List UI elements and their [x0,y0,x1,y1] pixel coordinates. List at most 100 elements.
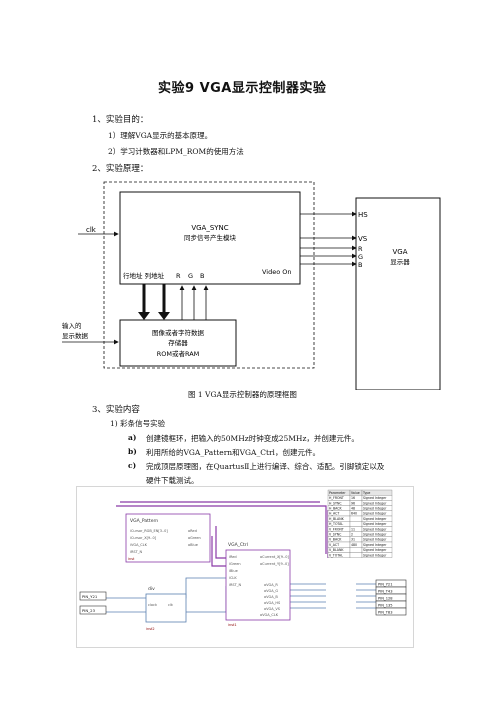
param-cell: V_FRONT [329,527,344,531]
section-3-item-c-mark: c) [128,461,137,470]
svg-text:oGreen: oGreen [188,536,201,540]
section-3-item-c-continued: 硬件下载测试。 [146,476,199,485]
div-label: div [148,586,155,592]
output-pins: PIN_Y21 PIN_T43 PIN_128 PIN_135 PIN_T83 [375,579,407,616]
param-cell: Signed Integer [363,507,387,511]
div-block [145,593,187,623]
svg-text:oCurrent_X[9..0]: oCurrent_X[9..0] [260,555,289,559]
rgb-label-g: G [188,272,193,280]
output-pin-5-label: PIN_T83 [378,611,392,615]
svg-text:oVGA_HS: oVGA_HS [264,601,281,605]
param-cell: Signed Integer [363,548,387,552]
input-pin-2-label: PIN_23 [82,608,96,613]
g-out-label: G [358,253,363,261]
block-diagram: VGA_SYNC 同步信号产生模块 行地址 列地址 R G B Video On… [62,181,441,390]
svg-text:oBlue: oBlue [188,543,198,547]
rom-block [119,319,237,367]
section-1-heading: 1、实验目的： [92,115,149,125]
output-pin-4-label: PIN_135 [378,604,393,608]
section-3-item-c-text: 完成顶层原理图，在QuartusⅡ上进行编译、综合、适配。引脚锁定以及 [146,462,385,471]
param-cell: Signed Integer [363,533,387,537]
vga-ctrl-label: VGA_Ctrl [228,542,248,548]
svg-text:inst2: inst2 [146,627,155,631]
page-title: 实验9 VGA显示控制器实验 [158,81,327,96]
figure-caption: 图 1 VGA显示控制器的原理框图 [188,390,297,399]
rgb-label-b: B [200,272,204,280]
section-3-subheading: 1) 彩条信号实验 [110,419,166,428]
svg-text:iCursor_X[9..0]: iCursor_X[9..0] [130,536,157,540]
rom-line-3: ROM或者RAM [157,349,200,358]
param-cell: Signed Integer [363,501,387,505]
svg-text:iRST_N: iRST_N [229,583,242,587]
quartus-schematic: VGA_Pattern iCursor_RGB_EN[3..0] iCursor… [76,486,414,648]
vga-pattern-block [125,513,211,563]
param-cell: Signed Integer [363,512,387,516]
vga-sync-subtitle: 同步信号产生模块 [184,233,237,242]
section-3-item-b-mark: b) [128,447,137,456]
section-3-item-a-mark: a) [128,433,137,442]
param-cell: H_ACT [329,512,339,516]
param-cell: Signed Integer [363,496,387,500]
svg-text:iCLK: iCLK [229,576,237,580]
rom-line-2: 存储器 [168,338,188,347]
param-cell: V_BLANK [329,548,344,552]
param-cell-box [349,552,363,558]
param-cell: Signed Integer [363,527,387,531]
param-cell-box [349,547,363,553]
svg-text:oCurrent_Y[9..0]: oCurrent_Y[9..0] [260,562,289,566]
param-cell: H_FRONT [329,496,344,500]
section-1-item-1: 1）理解VGA显示的基本原理。 [108,131,213,140]
param-cell: 480 [351,543,357,547]
input-pin-1 [79,591,107,601]
col-address-arrowhead [158,312,170,320]
param-cell: 16 [351,496,355,500]
video-on-label: Video On [262,268,292,276]
svg-text:clock: clock [148,603,158,607]
svg-text:oRed: oRed [188,529,197,533]
param-cell: H_TOTAL [329,522,343,526]
svg-text:iRed: iRed [229,555,237,559]
param-cell: H_BLANK [329,517,345,521]
r-out-label: R [358,245,363,253]
param-header-cell: Parameter [329,491,346,495]
input-label-2: 显示数据 [62,331,89,340]
param-cell-box [361,552,393,558]
svg-text:oVGA_B: oVGA_B [264,595,278,599]
svg-text:iRST_N: iRST_N [130,550,143,554]
svg-text:inst1: inst1 [228,623,237,627]
vga-pattern-label: VGA_Pattern [130,518,158,524]
param-cell: H_BACK [329,507,343,511]
input-pin-2 [79,605,107,615]
clk-label: clk [86,226,97,234]
param-cell-box [349,521,363,527]
param-cell: Signed Integer [363,553,387,557]
param-cell: 96 [351,501,355,505]
section-3-heading: 3、实验内容 [92,405,140,415]
output-pin-3-label: PIN_128 [378,597,393,601]
rgb-label-r: R [176,272,181,280]
param-cell: Signed Integer [363,538,387,542]
vga-monitor-title: VGA [392,248,407,256]
param-cell: Signed Integer [363,522,387,526]
param-cell: Signed Integer [363,517,387,521]
output-pin-2-label: PIN_T43 [378,590,392,594]
param-cell: 31 [351,538,355,542]
svg-text:oVGA_VS: oVGA_VS [264,607,281,611]
param-header-cell: Type [362,491,370,495]
param-cell: 640 [351,512,357,516]
rom-line-1: 图像或者字符数据 [152,328,205,337]
param-cell-box [349,515,363,522]
b-out-label: B [358,261,362,269]
svg-text:iBlue: iBlue [229,569,238,573]
section-2-heading: 2、实验原理： [92,164,149,174]
row-address-arrowhead [138,312,150,320]
section-1-item-2: 2）学习计数器和LPM_ROM的使用方法 [108,147,244,156]
vga-ctrl-block [225,549,291,621]
output-pin-1-label: PIN_Y21 [378,583,392,587]
svg-text:oVGA_R: oVGA_R [264,583,278,587]
diagram-dashed-frame [103,181,315,369]
vga-sync-title: VGA_SYNC [191,224,228,232]
svg-text:oVGA_G: oVGA_G [264,589,278,593]
input-pin-1-label: PIN_Y21 [82,594,98,599]
